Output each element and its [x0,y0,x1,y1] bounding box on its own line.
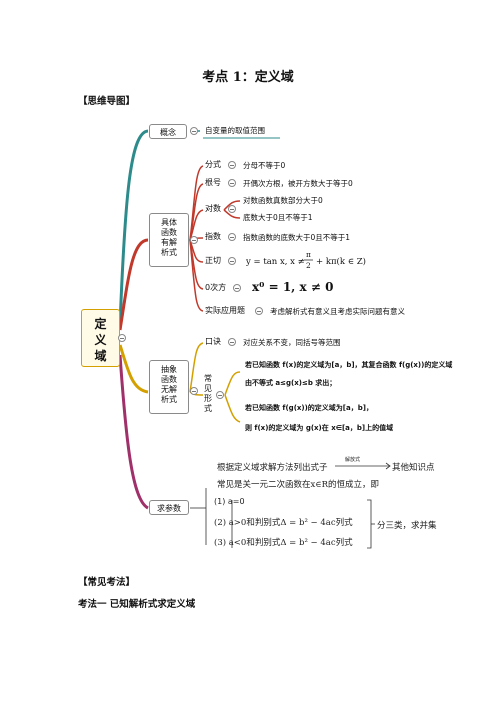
form2-line2: 则 f(x)的定义域为 g(x)在 x∈[a，b]上的值域 [245,424,394,432]
collapse-icon[interactable] [228,233,236,241]
node-parameters: 求参数 [149,500,189,515]
item-tan: 正切 [205,256,221,265]
item-mnemonic: 口诀 [205,337,221,346]
collapse-icon[interactable] [190,387,198,395]
collapse-icon[interactable] [255,307,263,315]
item-common-forms: 常 见 形 式 [204,374,212,414]
abstract-label-2: 函数 [161,375,177,384]
collapse-icon[interactable] [228,205,236,213]
concrete-label-3: 有解 [161,238,177,247]
collapse-icon[interactable] [228,161,236,169]
concrete-label-2: 函数 [161,228,177,237]
branch-concrete [118,238,149,331]
root-char-2: 义 [94,333,107,348]
param-arrow-label: 解放式 [345,457,361,463]
abstract-label-4: 析式 [161,395,177,404]
param-case-2: (2) a>0和判别式Δ = b² − 4ac列式 [214,518,353,528]
item-exp: 指数 [205,232,221,241]
fraction-desc: 分母不等于0 [243,161,286,170]
method-one-heading: 考法一 已知解析式求定义域 [78,599,196,610]
collapse-icon[interactable] [233,284,241,292]
collapse-icon[interactable] [228,257,236,265]
branch-param [118,354,149,510]
log-desc-1: 对数函数真数部分大于0 [243,196,323,205]
param-conclusion: 分三类，求并集 [377,521,437,531]
concrete-label-4: 析式 [161,248,177,257]
common-label-4: 式 [204,404,212,413]
param-case-1: (1) a=0 [214,497,245,506]
abstract-label-3: 无解 [161,385,177,394]
param-line1-left: 根据定义域求解方法列出式子 [217,463,328,473]
common-label-2: 见 [204,384,212,393]
page-title: 考点 1：定义域 [202,70,294,85]
form1-line2: 由不等式 a≤g(x)≤b 求出； [245,379,337,387]
collapse-icon[interactable] [228,338,236,346]
section-methods-heading: 【常见考法】 [78,577,136,588]
form1-line1: 若已知函数 f(x)的定义域为[a，b]，其复合函数 f(g(x))的定义域 [245,361,453,369]
concept-desc: 自变量的取值范围 [205,126,265,135]
application-desc: 考虑解析式有意义且考虑实际问题有意义 [270,307,405,316]
common-label-1: 常 [204,374,212,383]
tan-formula-right: + kπ(k ∈ Z) [316,257,366,267]
collapse-icon[interactable] [190,236,198,244]
exp-desc: 指数函数的底数大于0且不等于1 [243,233,351,242]
zero-power-formula: x⁰ = 1, x ≠ 0 [252,280,334,294]
section-mindmap-heading: 【思维导图】 [78,96,136,107]
log-desc-2: 底数大于0且不等于1 [243,213,313,222]
tan-formula-left: y = tan x, x ≠ [246,257,305,267]
root-desc: 开偶次方根，被开方数大于等于0 [243,179,353,188]
collapse-icon[interactable] [228,179,236,187]
branch-abstract [118,344,149,394]
tan-formula-pi: π [306,250,311,259]
root-char-3: 域 [94,349,107,364]
item-log: 对数 [205,204,221,213]
item-root: 根号 [205,178,221,187]
root-char-1: 定 [94,317,107,331]
mnemonic-desc: 对应关系不变，同括号等范围 [243,338,341,347]
item-zero-power: 0次方 [205,283,227,292]
collapse-icon[interactable] [216,391,224,399]
common-label-3: 形 [204,394,212,403]
param-line2: 常见是关一元二次函数在x∈R的恒成立，即 [217,480,379,490]
tan-formula-denom: 2 [306,261,311,270]
item-application: 实际应用题 [205,306,245,315]
param-line1-right: 其他知识点 [392,463,435,473]
item-fraction: 分式 [205,160,221,169]
param-case-3: (3) a<0和判别式Δ = b² − 4ac列式 [214,538,353,548]
concrete-label-1: 具体 [161,218,177,227]
abstract-label-1: 抽象 [161,365,177,374]
form2-line1: 若已知函数 f(g(x))的定义域为[a，b]， [245,404,373,412]
branch-concept [118,129,149,326]
node-concrete-functions: 具体 函数 有解 析式 [149,213,189,267]
root-node: 定 义 域 [81,309,120,367]
node-abstract-functions: 抽象 函数 无解 析式 [149,360,189,414]
node-concept: 概念 [149,124,187,139]
collapse-icon[interactable] [118,334,126,342]
collapse-icon[interactable] [190,127,198,135]
